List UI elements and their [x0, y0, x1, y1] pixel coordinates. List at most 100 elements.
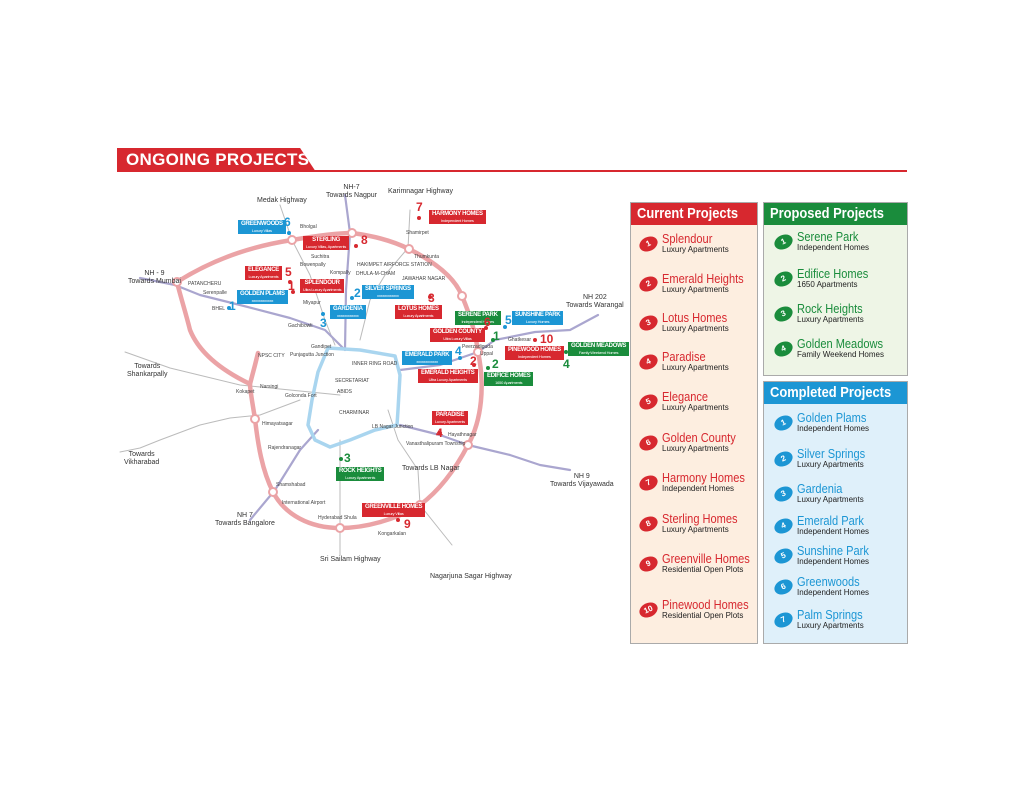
map-place-label: INNER RING ROAD: [352, 361, 398, 367]
project-type: Luxury Apartments: [662, 403, 729, 412]
project-name: Greenville Homes: [662, 551, 750, 566]
project-location-dot-icon[interactable]: [396, 518, 400, 522]
outer-ring-spur: [247, 350, 261, 387]
map-direction-label: NH - 9 Towards Mumbai: [128, 270, 181, 285]
number-badge-icon: 6: [636, 432, 661, 454]
project-location-dot-icon[interactable]: [288, 280, 292, 284]
map-project-name: GOLDEN PLAMS: [240, 291, 285, 297]
project-location-dot-icon[interactable]: [287, 231, 291, 235]
project-location-dot-icon[interactable]: [458, 356, 462, 360]
map-project-type: xxxxxxxxxxxx: [337, 313, 359, 318]
map-project-number: 2: [470, 354, 477, 368]
junction-roundabout: [457, 291, 467, 301]
project-location-dot-icon[interactable]: [472, 363, 476, 367]
map-project-name: SERENE PARK: [458, 312, 498, 318]
map-place-label: CHARMINAR: [339, 410, 370, 416]
road-nagarjuna-sagar: [419, 504, 453, 546]
map-direction-label: Nagarjuna Sagar Highway: [430, 573, 512, 580]
map-direction-label: NH 202 Towards Warangal: [566, 294, 624, 309]
map-place-label: Thumkunta: [414, 254, 440, 260]
map-project-number: 9: [404, 517, 411, 531]
map-project-name: PINEWOOD HOMES: [508, 347, 561, 353]
project-location-dot-icon[interactable]: [350, 296, 354, 300]
number-badge-icon: 4: [771, 338, 796, 360]
map-project-type: Independent Homes: [461, 319, 495, 324]
project-location-dot-icon[interactable]: [438, 431, 442, 435]
number-badge-icon: 2: [771, 268, 796, 290]
number-badge-icon: 3: [771, 483, 796, 505]
map-project-number: 4: [455, 344, 462, 358]
map-project-name: PARADISE: [435, 412, 465, 418]
highway-nh7-south: [248, 428, 320, 522]
project-type: Luxury Apartments: [662, 245, 729, 254]
project-location-dot-icon[interactable]: [227, 306, 231, 310]
project-location-dot-icon[interactable]: [354, 244, 358, 248]
project-location-dot-icon[interactable]: [339, 457, 343, 461]
junction-roundabout: [463, 440, 473, 450]
map-project-type: Luxury Apartments: [403, 313, 434, 318]
map-project-number: 6: [484, 315, 491, 329]
project-location-dot-icon[interactable]: [491, 338, 495, 342]
map-project-number: 2: [492, 357, 499, 371]
map-direction-label: Karimnagar Highway: [388, 188, 453, 195]
map-project-name: SPLENDOUR: [304, 280, 340, 286]
proposed-projects-title: Proposed Projects: [770, 205, 884, 222]
map-project-number: 2: [354, 286, 361, 300]
map-project-type: Ultra Luxury Villas: [443, 336, 472, 341]
map-project-type: xxxxxxxxxxxx: [251, 298, 274, 303]
project-location-dot-icon[interactable]: [503, 325, 507, 329]
map-project-type: Independent Homes: [518, 354, 551, 359]
map-place-label: HAKIMPET AIRFORCE STATION: [357, 262, 432, 268]
map-project-type: Family Weekend Homes: [578, 350, 619, 355]
project-location-dot-icon[interactable]: [321, 312, 325, 316]
map-place-label: Peerzadiguda: [462, 344, 493, 350]
section-title-banner: ONGOING PROJECTS: [117, 148, 316, 172]
project-type: Family Weekend Homes: [797, 350, 884, 359]
project-type: Independent Homes: [797, 557, 870, 566]
project-location-dot-icon[interactable]: [486, 366, 490, 370]
project-location-dot-icon[interactable]: [533, 338, 537, 342]
highway-nh7-north: [343, 193, 352, 352]
map-project-type: Ultra Luxury Apartments: [303, 287, 342, 292]
map-place-label: Uppal: [480, 351, 494, 357]
project-type: Luxury Apartments: [662, 363, 729, 372]
project-name: Golden Plams: [797, 410, 867, 425]
map-direction-label: Sri Sailam Highway: [320, 556, 381, 563]
map-project-number: 6: [284, 215, 291, 229]
project-location-dot-icon[interactable]: [484, 326, 488, 330]
project-type: Luxury Apartments: [662, 285, 729, 294]
project-name: Edifice Homes: [797, 266, 869, 281]
project-name: Pinewood Homes: [662, 597, 749, 612]
project-location-dot-icon[interactable]: [417, 216, 421, 220]
title-divider: [117, 170, 907, 172]
map-project-name: ROCK HEIGHTS: [339, 468, 382, 474]
number-badge-icon: 8: [636, 513, 661, 535]
junction-roundabout: [287, 235, 297, 245]
number-badge-icon: 2: [636, 273, 661, 295]
project-location-dot-icon[interactable]: [564, 350, 568, 354]
project-location-dot-icon[interactable]: [428, 295, 432, 299]
number-badge-icon: 5: [771, 545, 796, 567]
project-location-dot-icon[interactable]: [291, 290, 295, 294]
